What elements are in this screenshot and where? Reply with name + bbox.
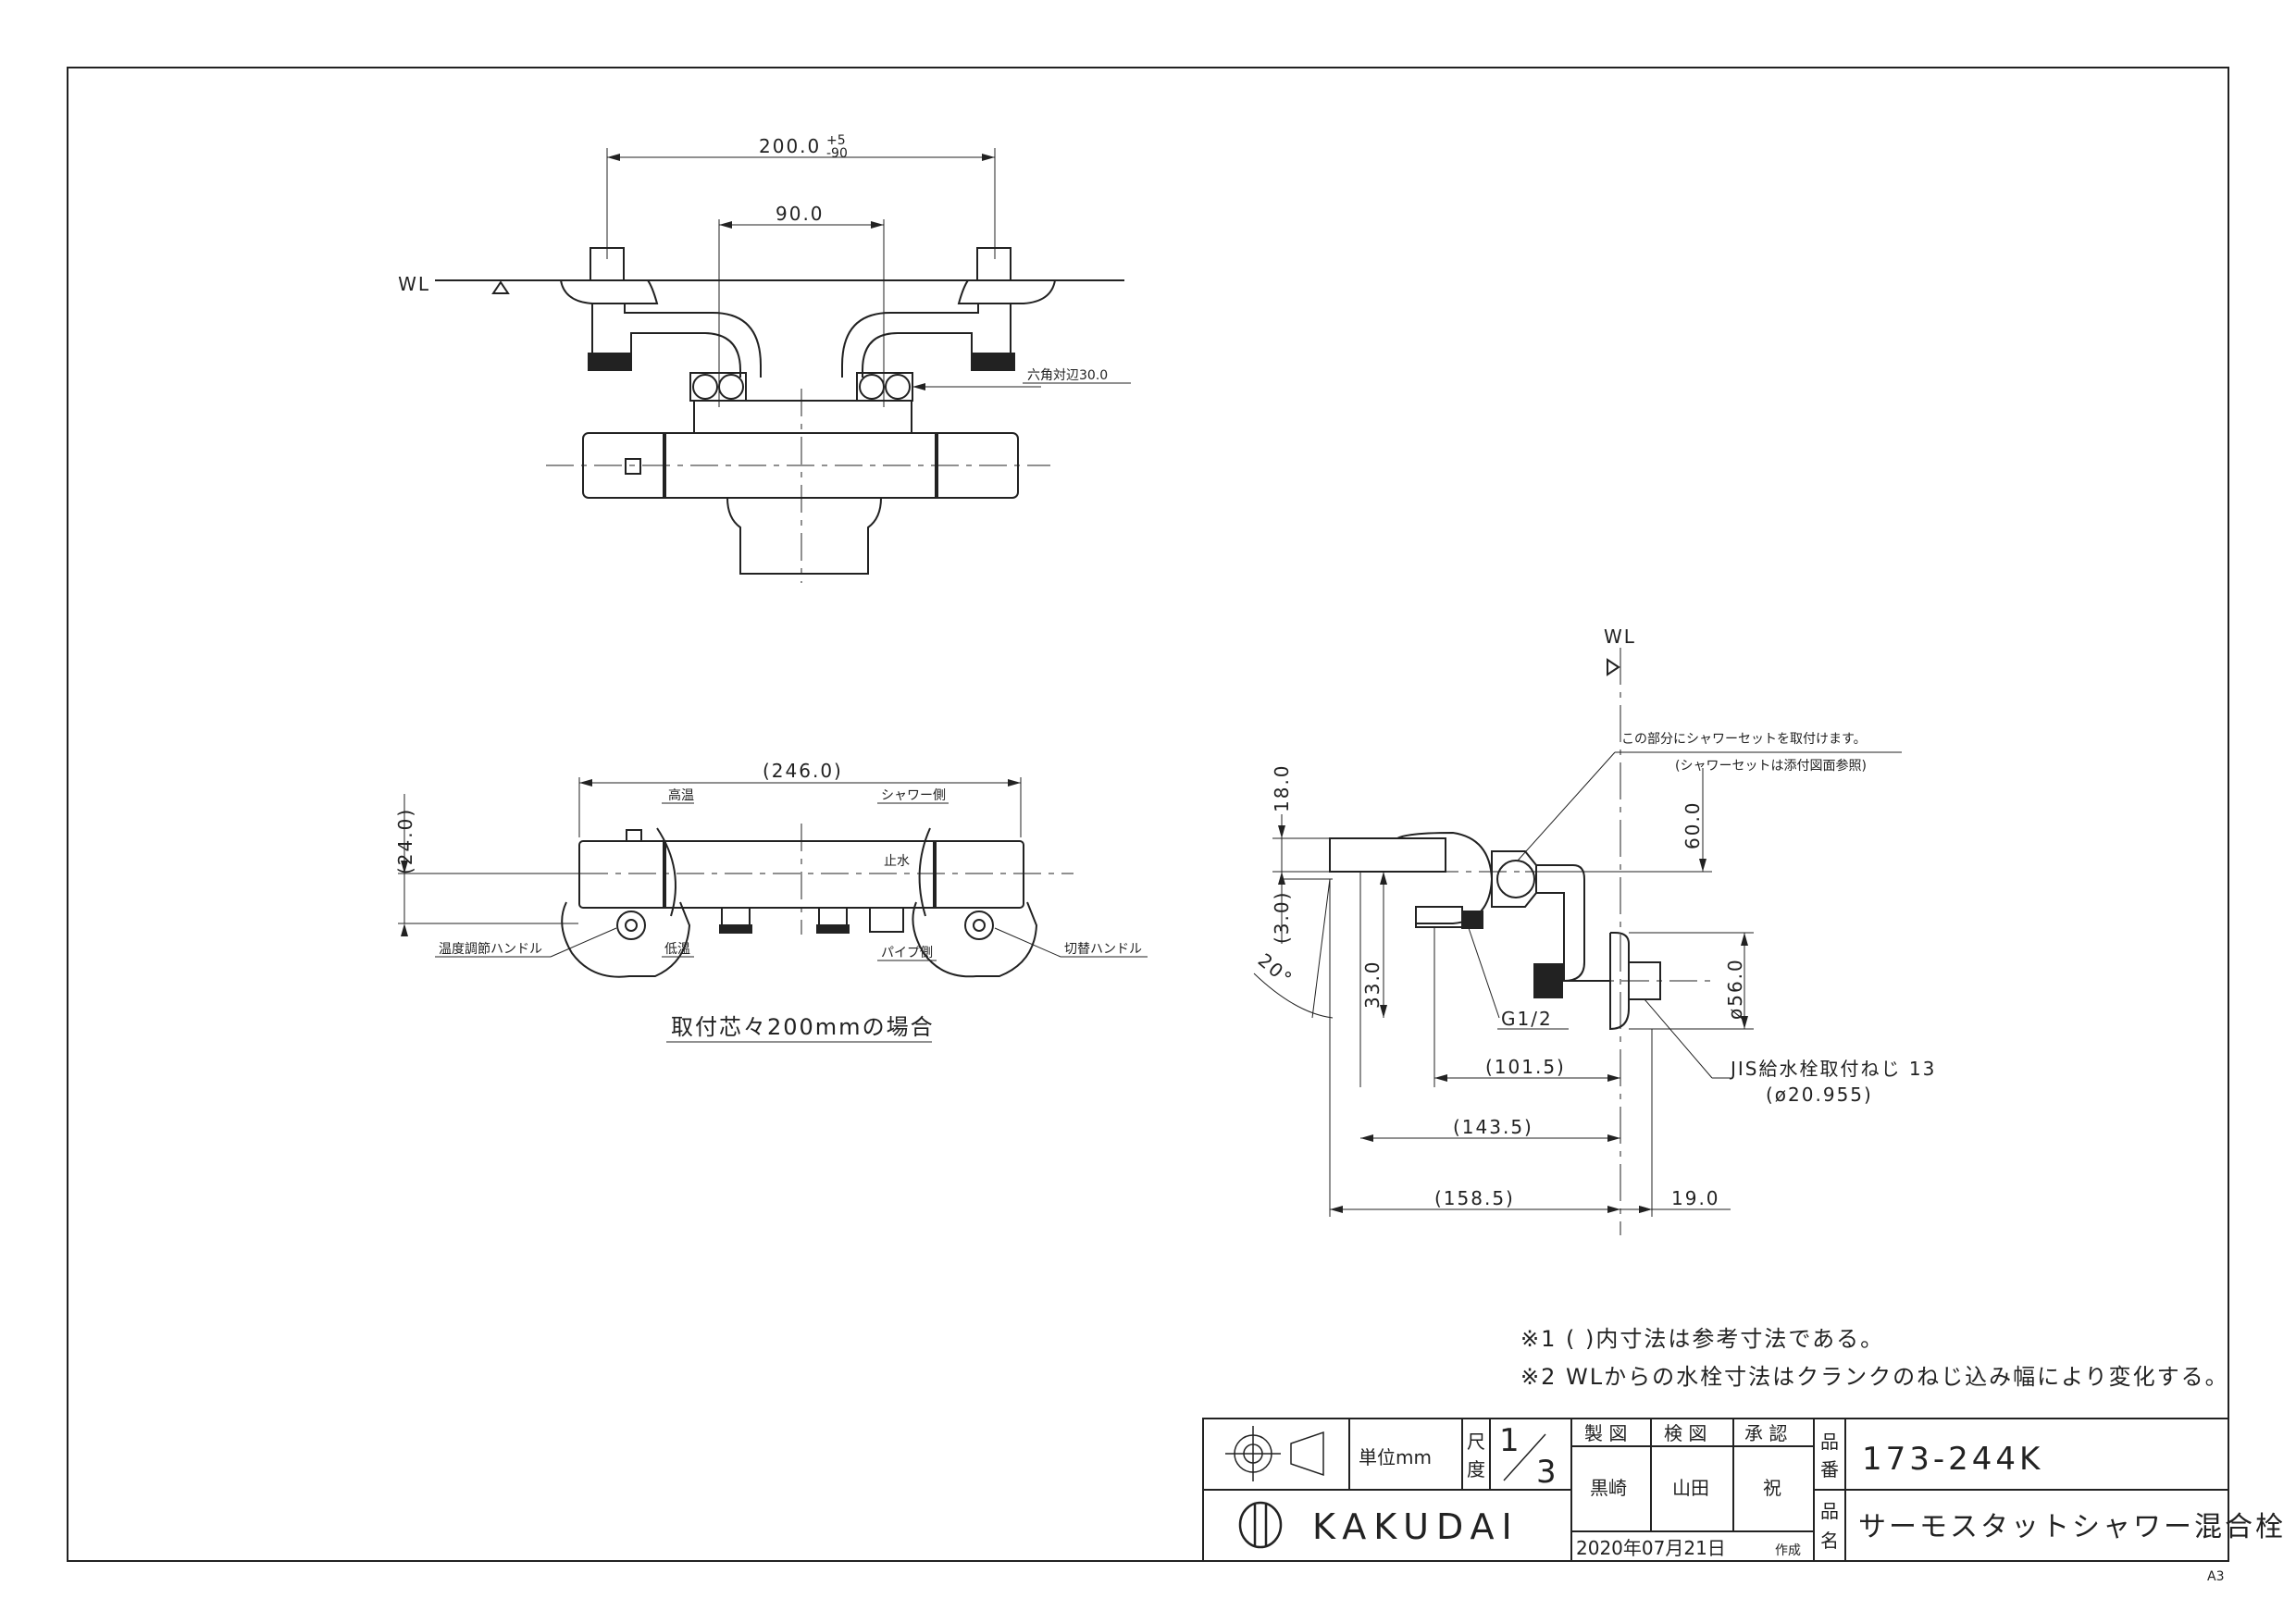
dim-tol-minus: -90 (826, 146, 848, 161)
label-stop: 止水 (884, 854, 910, 869)
label-g12: G1/2 (1501, 1008, 1553, 1030)
name-label-2: 名 (1820, 1530, 1839, 1552)
part-number: 173-244K (1862, 1441, 2043, 1478)
dim-height-24: (24.0) (394, 808, 416, 874)
part-no-label-1: 品 (1820, 1431, 1839, 1453)
note-shower-1: この部分にシャワーセットを取付けます。 (1621, 732, 1867, 747)
side-view: WL この部分にシャワーセットを取付けます。 (シャワーセットは添付図面参照) … (1253, 626, 1936, 1235)
hex-label: 六角対辺30.0 (1027, 368, 1108, 383)
product-name: サーモスタットシャワー混合栓 (1858, 1511, 2286, 1543)
note-1: ※1 ( )内寸法は参考寸法である。 (1520, 1326, 1884, 1352)
scale-den: 3 (1536, 1454, 1560, 1491)
wl-triangle-icon (491, 280, 510, 294)
title-block: 単位mm 尺 度 1 3 製 図 検 図 承 認 黒崎 山田 祝 品 番 173… (1202, 1418, 2286, 1562)
drawn-by: 黒崎 (1590, 1477, 1627, 1499)
part-no-label-2: 番 (1820, 1458, 1839, 1481)
note-2: ※2 WLからの水栓寸法はクランクのねじ込み幅により変化する。 (1520, 1364, 2229, 1390)
kakudai-logo-icon (1238, 1501, 1283, 1549)
front-caption: 取付芯々200mmの場合 (671, 1014, 935, 1040)
projection-symbol-icon (1225, 1426, 1324, 1481)
dim-56: ø56.0 (1724, 958, 1746, 1020)
date-suffix: 作成 (1775, 1543, 1801, 1558)
sheet-border (67, 67, 2229, 1562)
brand-name: KAKUDAI (1312, 1506, 1520, 1547)
dim-33: 33.0 (1361, 960, 1384, 1009)
top-wl-label: WL (398, 273, 430, 295)
dim-inner-90: 90.0 (776, 203, 825, 225)
name-label-1: 品 (1820, 1500, 1839, 1522)
unit-label: 単位mm (1359, 1446, 1432, 1468)
label-jis: JIS給水栓取付ねじ 13 (1729, 1058, 1936, 1080)
label-jis-dia: (ø20.955) (1766, 1084, 1873, 1106)
dim-18: 18.0 (1271, 763, 1293, 812)
dim-143-5: (143.5) (1453, 1116, 1533, 1138)
front-view: (246.0) (24.0) 高温 シャワー側 止水 温度調節ハ (394, 760, 1148, 1043)
top-view: WL 200.0 +5 -90 90.0 (398, 133, 1131, 583)
label-switch-handle: 切替ハンドル (1064, 942, 1142, 957)
dim-101-5: (101.5) (1485, 1056, 1566, 1078)
col-checked: 検 図 (1664, 1422, 1706, 1444)
dim-total-246: (246.0) (763, 760, 843, 782)
scale-label-1: 尺 (1467, 1431, 1485, 1453)
dim-width-200: 200.0 (759, 135, 821, 157)
label-shower: シャワー側 (881, 788, 946, 803)
scale-label-2: 度 (1467, 1458, 1485, 1481)
dim-3: (3.0) (1271, 891, 1293, 944)
paper-size: A3 (2207, 1569, 2224, 1584)
dim-60: 60.0 (1682, 800, 1704, 849)
side-wl-label: WL (1604, 626, 1636, 648)
label-cold: 低温 (664, 942, 690, 957)
checked-by: 山田 (1672, 1477, 1709, 1499)
dim-tol-plus: +5 (826, 133, 846, 148)
col-drawn: 製 図 (1584, 1422, 1627, 1444)
date-created: 2020年07月21日 (1576, 1537, 1726, 1559)
note-shower-2: (シャワーセットは添付図面参照) (1675, 758, 1867, 774)
label-temp-handle: 温度調節ハンドル (439, 941, 542, 957)
dim-angle-20: 20° (1254, 948, 1297, 990)
approved-by: 祝 (1763, 1477, 1781, 1499)
dim-158-5: (158.5) (1434, 1187, 1515, 1209)
wl-triangle-side-icon (1607, 658, 1620, 676)
scale-num: 1 (1499, 1422, 1523, 1459)
dim-19: 19.0 (1671, 1187, 1720, 1209)
label-hot: 高温 (668, 787, 694, 803)
label-pipe: パイプ側 (881, 946, 933, 960)
col-approved: 承 認 (1744, 1422, 1787, 1444)
